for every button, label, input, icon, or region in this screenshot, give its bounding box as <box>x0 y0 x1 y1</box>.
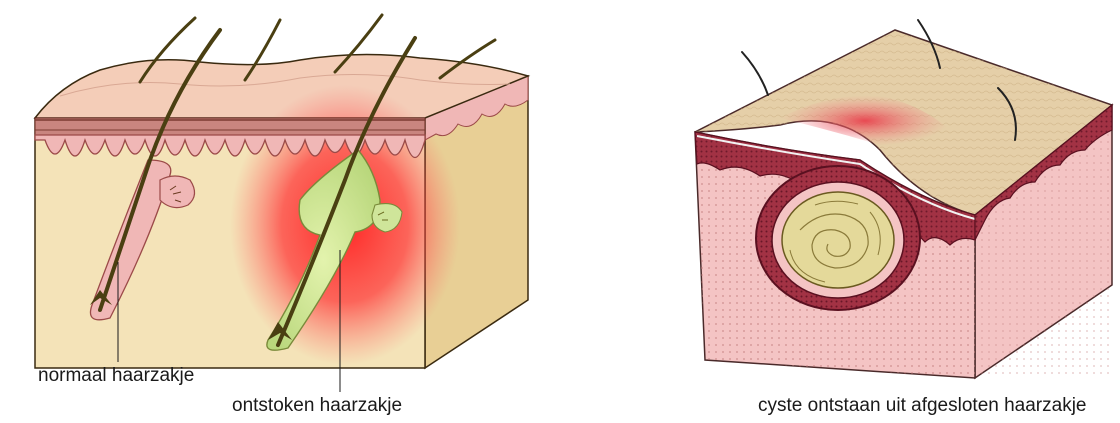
cyst-hair-1 <box>742 52 768 95</box>
label-normal-follicle: normaal haarzakje <box>38 366 194 385</box>
cyst-keratin-core <box>782 192 894 288</box>
label-inflamed-follicle: ontstoken haarzakje <box>232 396 402 415</box>
normal-sebaceous-gland <box>160 176 195 208</box>
skin-block-cyst <box>695 20 1112 378</box>
label-cyst: cyste ontstaan uit afgesloten haarzakje <box>758 396 1086 415</box>
skin-block-follicles <box>35 15 528 392</box>
